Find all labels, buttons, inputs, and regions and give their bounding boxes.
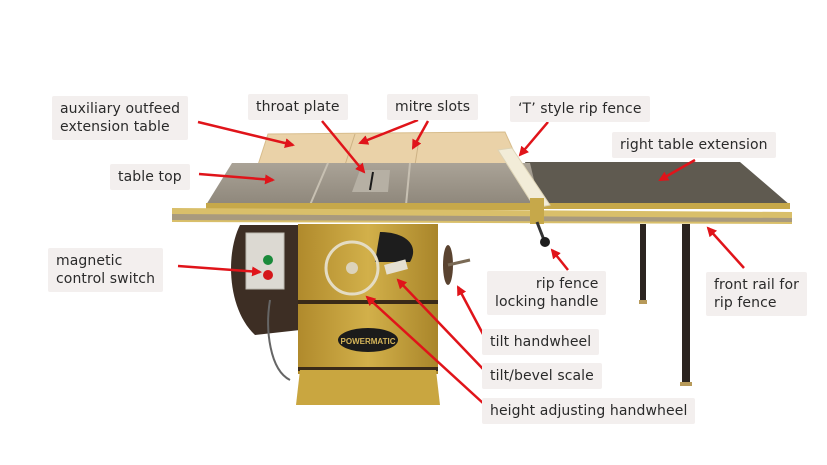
outfeed-table xyxy=(257,131,521,166)
right-extension-table xyxy=(525,162,790,209)
label-auxiliary-outfeed-extension-table: auxiliary outfeed extension table xyxy=(52,96,189,140)
label-height-adjusting-handwheel: height adjusting handwheel xyxy=(482,398,696,424)
label-front-rail-for-rip-fence: front rail for rip fence xyxy=(706,272,807,316)
magnetic-switch xyxy=(245,232,285,290)
extension-legs xyxy=(639,224,692,386)
label-table-top: table top xyxy=(110,164,190,190)
label-tilt-handwheel: tilt handwheel xyxy=(482,329,600,355)
cast-iron-table-top xyxy=(206,162,540,210)
label-right-table-extension: right table extension xyxy=(612,132,776,158)
label-magnetic-control-switch: magnetic control switch xyxy=(48,248,164,292)
callout-arrows xyxy=(177,118,745,405)
brand-plate-text: POWERMATIC xyxy=(341,337,396,346)
label-t-style-rip-fence: ‘T’ style rip fence xyxy=(510,96,650,122)
rip-fence xyxy=(497,147,551,247)
cabinet: POWERMATIC xyxy=(296,224,471,405)
label-tilt-bevel-scale: tilt/bevel scale xyxy=(482,363,602,389)
front-rail xyxy=(172,208,792,224)
height-handwheel xyxy=(324,240,380,296)
label-throat-plate: throat plate xyxy=(248,94,348,120)
label-rip-fence-locking-handle: rip fence locking handle xyxy=(487,271,607,315)
label-mitre-slots: mitre slots xyxy=(387,94,479,120)
